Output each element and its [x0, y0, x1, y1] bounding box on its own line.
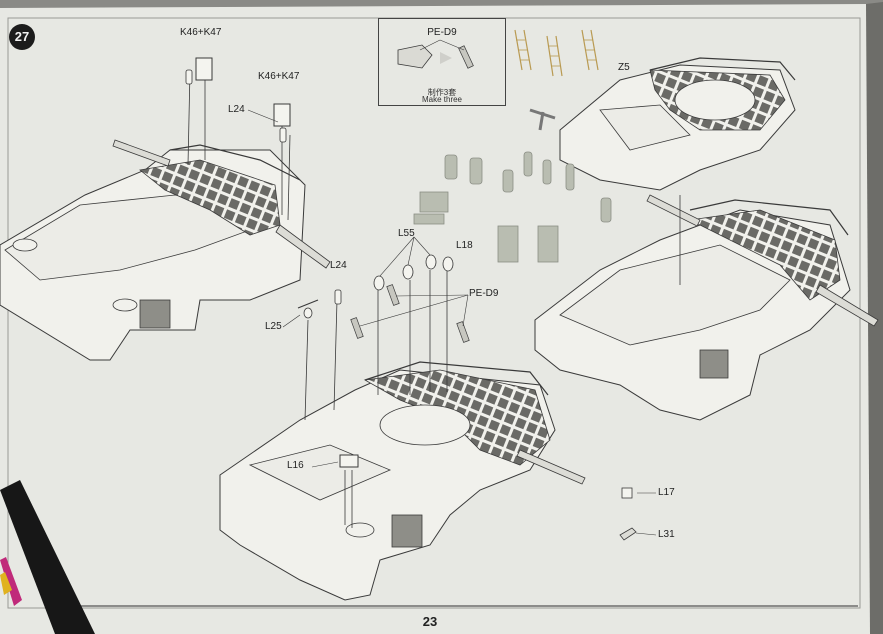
inset-part-label: PE-D9 — [427, 27, 457, 38]
hull-assembly-right — [534, 194, 879, 421]
label-l25: L25 — [265, 321, 282, 332]
label-z5: Z5 — [618, 62, 630, 73]
label-pe-d9: PE-D9 — [469, 288, 499, 299]
hull-assembly-top-right — [559, 57, 796, 191]
label-l18: L18 — [456, 240, 473, 251]
label-l17: L17 — [658, 487, 675, 498]
label-k46-k47-left: K46+K47 — [180, 27, 222, 38]
label-l16: L16 — [287, 460, 304, 471]
label-l24-mid: L24 — [330, 260, 347, 271]
step-number-badge: 27 — [9, 24, 35, 50]
label-l31: L31 — [658, 529, 675, 540]
label-l24-top: L24 — [228, 104, 245, 115]
page-number: 23 — [422, 614, 438, 629]
loose-parts — [247, 29, 657, 541]
inset-box: PE-D9 制作3套 Make three — [378, 18, 506, 106]
inset-chinese-note: 制作3套 — [427, 88, 457, 97]
label-k46-k47-mid: K46+K47 — [258, 71, 300, 82]
hull-assembly-center — [219, 270, 586, 601]
inset-illustration — [397, 39, 474, 69]
label-l55: L55 — [398, 228, 415, 239]
pen-in-photo — [0, 480, 95, 634]
inset-english-note: Make three — [421, 95, 463, 104]
hull-assembly-left — [0, 57, 331, 361]
